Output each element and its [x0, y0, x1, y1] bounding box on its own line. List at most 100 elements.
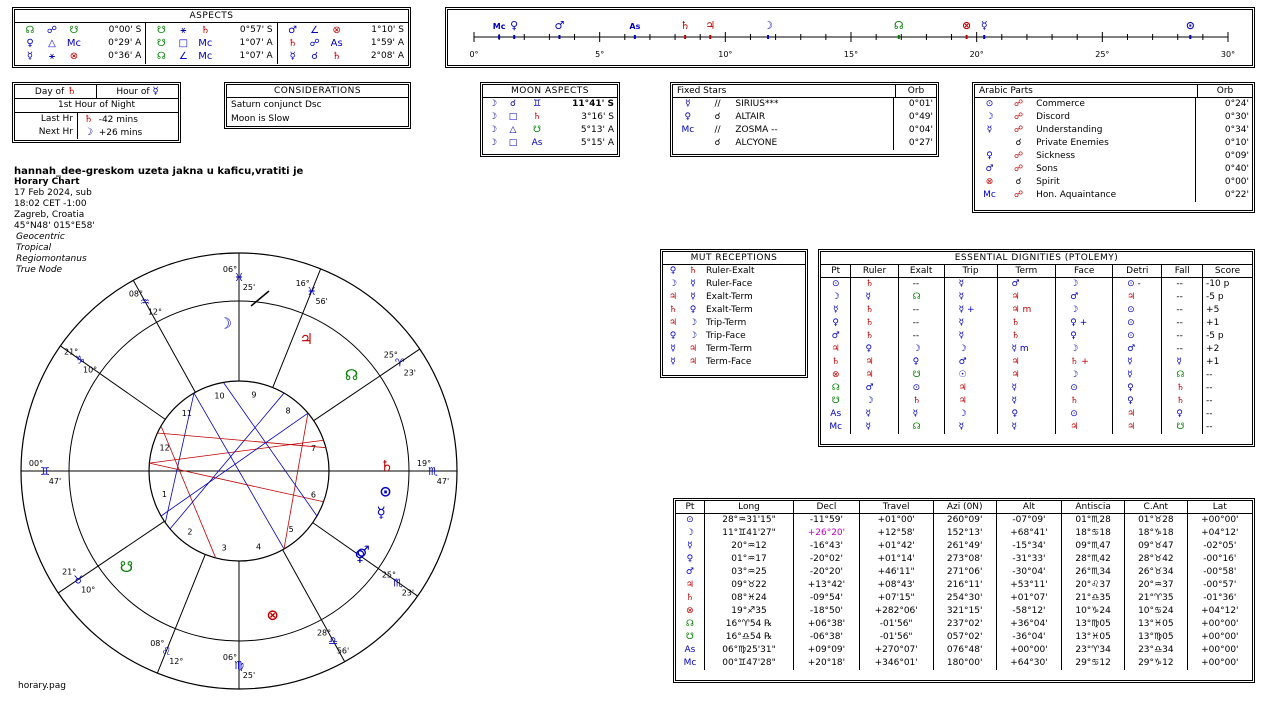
position-value: -15°34'	[995, 540, 1062, 553]
house-number: 5	[289, 525, 294, 534]
moon-aspects-panel: MOON ASPECTS ☽☌♊11°41' S☽□♄3°16' S☽△☋5°1…	[480, 82, 620, 157]
conjunction-icon: ☌	[714, 138, 721, 148]
glyph-icon: --	[897, 317, 945, 330]
glyph-icon: --	[1161, 291, 1203, 304]
ascendant-icon: As	[531, 138, 543, 148]
cusp-degree: 25°	[384, 351, 398, 360]
table-row: ♃☽Trip-Term	[663, 317, 805, 330]
sun-icon: ⊙	[686, 515, 694, 525]
table-row: ☋☽♄♃☿♄♀♄--	[821, 395, 1252, 408]
midheaven-icon: Mc	[983, 190, 996, 200]
mercury-icon: ☿	[1161, 356, 1203, 369]
house-number: 6	[311, 490, 316, 499]
moon-icon: ☽	[831, 292, 840, 302]
north-node-icon: ☊	[156, 51, 166, 62]
jupiter-icon: ♃	[996, 291, 1056, 304]
position-value: -31°33'	[995, 553, 1062, 566]
moon-icon: ☽	[850, 395, 899, 408]
sextile-icon: ⚹	[180, 25, 187, 36]
next-hour-label: Next Hr	[15, 126, 78, 139]
zodiac-sign-icon: ♏	[428, 465, 438, 478]
moon-icon: ☽	[943, 408, 998, 421]
last-hour-value: -42 mins	[98, 115, 138, 125]
position-value: +00°00'	[995, 644, 1062, 657]
aspect-line	[149, 462, 324, 503]
position-value: 01°♏28	[1061, 513, 1125, 527]
jupiter-icon: ♃	[850, 369, 899, 382]
house-number: 11	[182, 409, 192, 418]
position-value: 29°♋12	[1061, 657, 1125, 670]
mercury-icon: ☿ +	[943, 304, 998, 317]
chart-info: hannah_dee-greskom uzeta jakna u kaficu,…	[14, 166, 303, 276]
midheaven-icon: Mc	[683, 658, 697, 668]
position-value: 254°30'	[932, 592, 997, 605]
position-value: 06°♍25'31"	[703, 644, 794, 657]
saturn-icon: ♄	[1161, 382, 1203, 395]
trine-icon: △	[48, 38, 56, 49]
arabic-part-orb: 0°40'	[1194, 163, 1252, 176]
position-value: +04°12'	[1186, 527, 1252, 540]
position-value: 057°02'	[932, 631, 997, 644]
dignity-score: --	[1202, 395, 1252, 408]
position-value: 10°♋24	[1123, 605, 1188, 618]
fixed-star-orb: 0°04'	[892, 124, 936, 137]
cusp-degree: 06°	[223, 653, 237, 662]
position-value: +26°20'	[793, 527, 860, 540]
arabic-part-orb: 0°34'	[1194, 124, 1252, 137]
aspect-line	[160, 412, 309, 517]
house-cusp-line	[60, 345, 166, 420]
position-value: 13°♓05	[1061, 631, 1125, 644]
parallel-icon: //	[714, 99, 721, 109]
position-value: -18°50'	[793, 605, 860, 618]
conjunction-icon: ☌	[509, 99, 517, 109]
mercury-icon: ☿	[943, 277, 998, 291]
dignities-title: ESSENTIAL DIGNITIES (PTOLEMY)	[821, 252, 1252, 265]
column-header: Alt	[995, 501, 1062, 514]
moon-aspect-orb: 5°13' A	[580, 125, 614, 135]
mercury-icon: ☿	[832, 305, 839, 315]
considerations-panel: CONSIDERATIONS Saturn conjunct Dsc Moon …	[224, 82, 411, 129]
position-value: -06°38'	[793, 631, 860, 644]
arabic-part-orb: 0°30'	[1194, 111, 1252, 124]
position-value: +04°12'	[1186, 605, 1252, 618]
house-number: 3	[222, 544, 227, 553]
moon-icon: ☽	[84, 127, 93, 138]
ascendant-icon: As	[684, 645, 696, 655]
column-header: Term	[996, 265, 1056, 278]
jupiter-icon: ♃	[685, 580, 694, 590]
position-value: 19°♐35	[703, 605, 794, 618]
moon-icon: ☽	[897, 343, 945, 356]
trine-icon: △	[509, 125, 517, 135]
north-node-icon: ☊	[1161, 369, 1203, 382]
moon-icon: ☽	[985, 112, 994, 122]
column-header: Pt	[821, 265, 851, 278]
sun-icon: ⊙	[1112, 317, 1162, 330]
house-number: 8	[286, 406, 291, 415]
position-value: 20°♒37	[1123, 579, 1188, 592]
fortune-icon: ⊗	[686, 606, 694, 616]
mut-receptions-panel: MUT RECEPTIONS ♀♄Ruler-Exalt☽☿Ruler-Face…	[660, 249, 808, 378]
dignity-score: +2	[1202, 343, 1252, 356]
moon-aspect-orb: 3°16' S	[581, 112, 614, 122]
cusp-minute: 47'	[437, 477, 449, 486]
jupiter-icon: ♃	[300, 330, 313, 348]
arabic-part-orb: 0°22'	[1194, 189, 1252, 202]
reception-type: Ruler-Exalt	[706, 266, 755, 276]
position-value: 01°♉28	[1123, 513, 1188, 527]
aspects-title: ASPECTS	[15, 10, 408, 23]
considerations-title: CONSIDERATIONS	[227, 85, 408, 98]
sun-icon: ⊙	[1055, 408, 1113, 421]
saturn-icon: ♄	[850, 317, 899, 330]
position-value: +282°06'	[858, 605, 934, 618]
position-value: -01'56"	[858, 631, 934, 644]
mars-icon: ♂	[850, 382, 899, 395]
glyph-icon: --	[1161, 343, 1203, 356]
glyph-icon	[975, 137, 1004, 150]
table-row: ♀☽Trip-Face	[663, 330, 805, 343]
cusp-minute: 23'	[402, 588, 414, 597]
